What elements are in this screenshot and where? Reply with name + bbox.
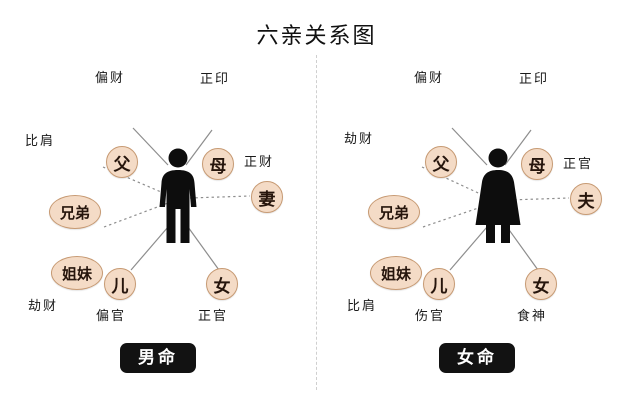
- female-chart-panel: 父 偏财 母 正印 兄弟 劫财 姐妹 比肩 夫 正官 儿 伤官 女 食神 女命: [317, 55, 633, 406]
- node-son[interactable]: 儿: [104, 268, 136, 300]
- male-chart-panel: 父 偏财 母 正印 兄弟 比肩 姐妹 劫财 妻 正财 儿 偏官 女 正官 男命: [0, 55, 316, 406]
- tag-sister: 比肩: [347, 298, 378, 313]
- tag-daughter: 正官: [198, 308, 229, 323]
- female-chart-chip: 女命: [439, 343, 515, 373]
- panel-divider: [316, 55, 317, 390]
- node-father[interactable]: 父: [106, 146, 138, 178]
- node-daughter-label: 女: [213, 276, 231, 296]
- node-brother-label: 兄弟: [378, 205, 409, 222]
- tag-mother: 正印: [200, 71, 231, 86]
- node-brother[interactable]: 兄弟: [368, 195, 420, 229]
- node-spouse-label: 妻: [258, 189, 276, 209]
- node-spouse-label: 夫: [577, 191, 595, 211]
- tag-daughter: 食神: [517, 308, 548, 323]
- node-brother[interactable]: 兄弟: [49, 195, 101, 229]
- tag-father: 偏财: [95, 70, 126, 85]
- node-son[interactable]: 儿: [423, 268, 455, 300]
- node-father-label: 父: [113, 154, 131, 174]
- male-figure-icon: [159, 148, 197, 243]
- node-mother-label: 母: [209, 156, 227, 176]
- tag-spouse: 正官: [563, 156, 594, 171]
- node-mother[interactable]: 母: [202, 148, 234, 180]
- tag-spouse: 正财: [244, 154, 275, 169]
- page-title: 六亲关系图: [256, 23, 377, 48]
- node-father[interactable]: 父: [425, 146, 457, 178]
- node-brother-label: 兄弟: [59, 205, 90, 222]
- node-daughter-label: 女: [532, 276, 550, 296]
- female-figure-icon: [475, 148, 521, 243]
- node-father-label: 父: [432, 154, 450, 174]
- tag-sister: 劫财: [28, 298, 59, 313]
- tag-brother: 比肩: [25, 133, 56, 148]
- tag-son: 偏官: [96, 308, 127, 323]
- node-spouse[interactable]: 妻: [251, 181, 283, 213]
- node-sister-label: 姐妹: [61, 266, 92, 283]
- node-son-label: 儿: [111, 276, 129, 296]
- node-mother-label: 母: [528, 156, 546, 176]
- node-mother[interactable]: 母: [521, 148, 553, 180]
- node-daughter[interactable]: 女: [525, 268, 557, 300]
- node-sister-label: 姐妹: [380, 266, 411, 283]
- node-son-label: 儿: [430, 276, 448, 296]
- tag-son: 伤官: [415, 308, 446, 323]
- node-spouse[interactable]: 夫: [570, 183, 602, 215]
- male-chart-chip: 男命: [120, 343, 196, 373]
- node-sister[interactable]: 姐妹: [370, 256, 422, 290]
- tag-brother: 劫财: [344, 131, 375, 146]
- tag-mother: 正印: [519, 71, 550, 86]
- node-daughter[interactable]: 女: [206, 268, 238, 300]
- tag-father: 偏财: [414, 70, 445, 85]
- node-sister[interactable]: 姐妹: [51, 256, 103, 290]
